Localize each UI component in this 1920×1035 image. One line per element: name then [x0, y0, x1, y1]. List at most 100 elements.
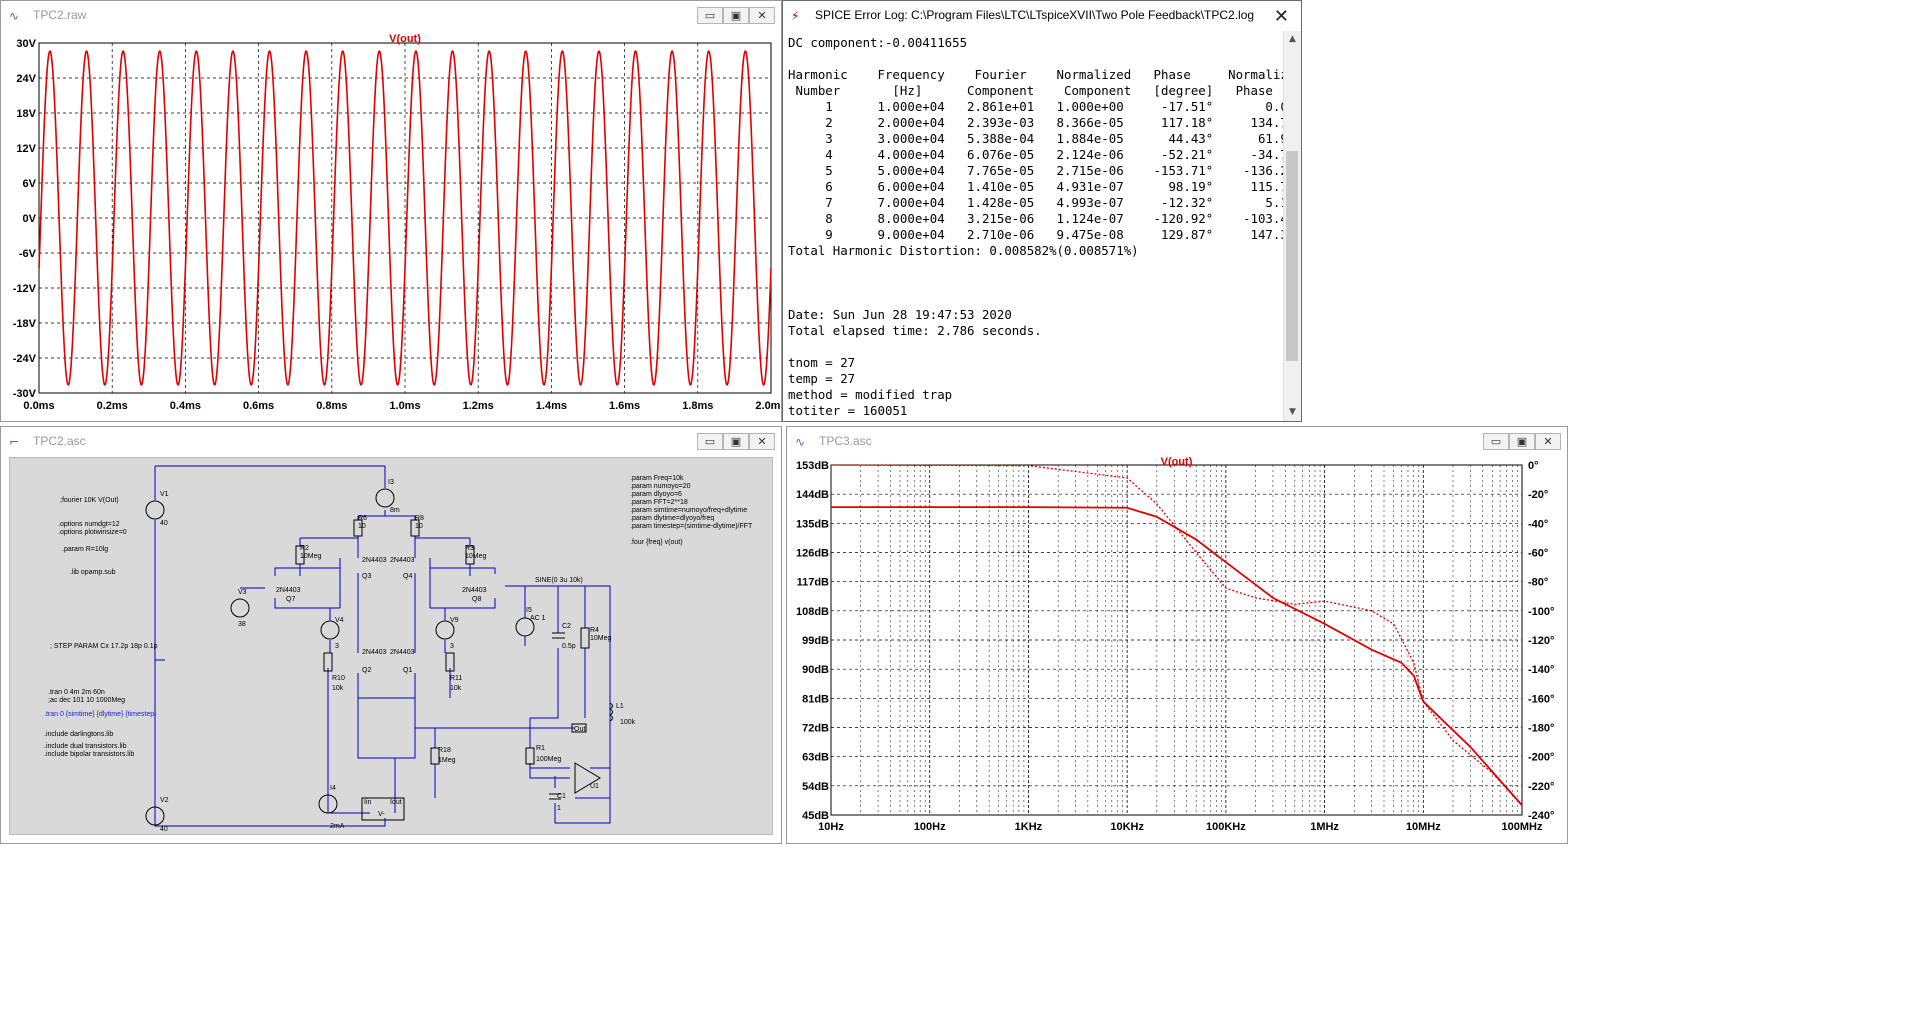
r18-value[interactable]: 1Meg [438, 757, 456, 764]
v1-label[interactable]: V1 [160, 491, 169, 498]
vminus-pin[interactable]: V- [378, 811, 385, 818]
scroll-thumb[interactable] [1286, 151, 1298, 361]
q4-type[interactable]: 2N4403 [390, 557, 415, 564]
q2-type[interactable]: 2N4403 [362, 649, 387, 656]
param-dlytime[interactable]: .param dlytime=dlyoyo/freq [630, 515, 714, 522]
r1-value[interactable]: 100Meg [536, 756, 561, 763]
q2-label[interactable]: Q2 [362, 667, 371, 674]
close-button[interactable]: ✕ [749, 7, 775, 24]
step-param[interactable]: ; STEP PARAM Cx 17.2p 18p 0.1p [50, 643, 158, 650]
v1-value[interactable]: 40 [160, 520, 168, 527]
q4-label[interactable]: Q4 [403, 573, 412, 580]
restore-button[interactable]: ▣ [723, 433, 749, 450]
v9-value[interactable]: 3 [450, 643, 454, 650]
log-text[interactable]: DC component:-0.00411655 Harmonic Freque… [783, 31, 1301, 421]
tpc3-titlebar[interactable]: ∿ TPC3.asc ▭ ▣ ✕ [787, 427, 1567, 457]
i4-label[interactable]: I4 [330, 785, 336, 792]
close-button[interactable]: ✕ [749, 433, 775, 450]
param-fft[interactable]: .param FFT=2**18 [630, 499, 688, 506]
lib-opamp[interactable]: .lib opamp.sub [70, 569, 116, 576]
sine-source[interactable]: SINE(0 3u 10k) [535, 577, 583, 584]
restore-button[interactable]: ▣ [723, 7, 749, 24]
minimize-button[interactable]: ▭ [697, 7, 723, 24]
tpc2-asc-titlebar[interactable]: ⌐ TPC2.asc ▭ ▣ ✕ [1, 427, 781, 457]
options-numdgt[interactable]: .options numdgt=12 [58, 521, 120, 528]
i3-value[interactable]: 8m [390, 507, 400, 514]
v4-label[interactable]: V4 [335, 617, 344, 624]
q1-type[interactable]: 2N4403 [390, 649, 415, 656]
minimize-button[interactable]: ▭ [1483, 433, 1509, 450]
iout-pin[interactable]: Iout [390, 799, 402, 806]
i5-label[interactable]: I5 [526, 607, 532, 614]
c1-value[interactable]: 1 [557, 805, 561, 812]
r2-label[interactable]: R2 [300, 545, 309, 552]
param-r[interactable]: .param R=10lg [62, 546, 108, 553]
c1-label[interactable]: C1 [557, 793, 566, 800]
l1-value[interactable]: 100k [620, 719, 636, 726]
r3-label[interactable]: R3 [465, 545, 474, 552]
r8-label[interactable]: R8 [415, 515, 424, 522]
minimize-button[interactable]: ▭ [697, 433, 723, 450]
q1-label[interactable]: Q1 [403, 667, 412, 674]
param-dlyoyo[interactable]: .param dlyoyo=6 [630, 491, 682, 498]
v4-value[interactable]: 3 [335, 643, 339, 650]
iin-pin[interactable]: Iin [364, 799, 372, 806]
u1-label[interactable]: U1 [590, 783, 599, 790]
fourier-directive[interactable]: ;fourier 10K V(Out) [60, 497, 119, 504]
r10-label[interactable]: R10 [332, 675, 345, 682]
q7-type[interactable]: 2N4403 [276, 587, 301, 594]
i4-value[interactable]: 2mA [330, 823, 345, 830]
include-dual-transistors[interactable]: .include dual transistors.lib [44, 743, 127, 750]
tran-directive-1[interactable]: .tran 0 4m 2m 60n [48, 689, 105, 696]
param-timestep[interactable]: .param timestep=(simtime-dlytime)/FFT [630, 523, 753, 530]
param-freq[interactable]: .param Freq=10k [630, 475, 684, 482]
i5-value[interactable]: AC 1 [530, 615, 546, 622]
l1-label[interactable]: L1 [616, 703, 624, 710]
options-plotwinsize[interactable]: .options plotwinsize=0 [58, 529, 127, 536]
v3-value[interactable]: 38 [238, 621, 246, 628]
schematic-canvas[interactable]: ;fourier 10K V(Out) .options numdgt=12 .… [9, 457, 773, 835]
tpc2-raw-titlebar[interactable]: ∿ TPC2.raw ▭ ▣ ✕ [1, 1, 781, 31]
r1-label[interactable]: R1 [536, 745, 545, 752]
r4-value[interactable]: 10Meg [590, 635, 612, 642]
scroll-up-icon[interactable]: ▲ [1289, 34, 1296, 44]
r10-value[interactable]: 10k [332, 685, 344, 692]
c2-label[interactable]: C2 [562, 623, 571, 630]
out-label[interactable]: Out [574, 726, 585, 733]
q7-label[interactable]: Q7 [286, 596, 295, 603]
r18-label[interactable]: R18 [438, 747, 451, 754]
close-button[interactable]: ✕ [1273, 6, 1289, 27]
r4-label[interactable]: R4 [590, 627, 599, 634]
i3-label[interactable]: I3 [388, 479, 394, 486]
r3-value[interactable]: 10Meg [465, 553, 487, 560]
q3-type[interactable]: 2N4403 [362, 557, 387, 564]
ac-directive[interactable]: ;ac dec 101 10 1000Meg [48, 697, 125, 704]
param-simtime[interactable]: .param simtime=numoyo/freq+dlytime [630, 507, 747, 514]
spice-log-titlebar[interactable]: ⚡ SPICE Error Log: C:\Program Files\LTC\… [783, 1, 1301, 31]
include-bipolar-transistors[interactable]: .include bipolar transistors.lib [44, 751, 134, 758]
r11-label[interactable]: R11 [450, 675, 462, 682]
tran-directive-2[interactable]: .tran 0 {simtime} {dlytime} {timestep} [44, 711, 157, 718]
param-numoyo[interactable]: .param numoyo=20 [630, 483, 691, 490]
tpc2-asc-window[interactable]: ⌐ TPC2.asc ▭ ▣ ✕ [0, 426, 782, 844]
v9-label[interactable]: V9 [450, 617, 459, 624]
restore-button[interactable]: ▣ [1509, 433, 1535, 450]
close-button[interactable]: ✕ [1535, 433, 1561, 450]
q8-type[interactable]: 2N4403 [462, 587, 487, 594]
r6-label[interactable]: R6 [358, 515, 367, 522]
four-directive[interactable]: .four {freq} v(out) [630, 539, 683, 546]
v3-label[interactable]: V3 [238, 589, 247, 596]
include-darlingtons[interactable]: .include darlingtons.lib [44, 731, 113, 738]
q3-label[interactable]: Q3 [362, 573, 371, 580]
transient-plot[interactable]: 30V24V18V12V6V0V-6V-12V-18V-24V-30V0.0ms… [1, 31, 782, 422]
v2-value[interactable]: 40 [160, 826, 168, 833]
c2-value[interactable]: 0.5p [562, 643, 576, 650]
r2-value[interactable]: 10Meg [300, 553, 322, 560]
v2-label[interactable]: V2 [160, 797, 169, 804]
scroll-down-icon[interactable]: ▼ [1289, 407, 1296, 417]
r11-value[interactable]: 10k [450, 685, 462, 692]
log-scrollbar[interactable]: ▲ ▼ [1283, 31, 1301, 421]
